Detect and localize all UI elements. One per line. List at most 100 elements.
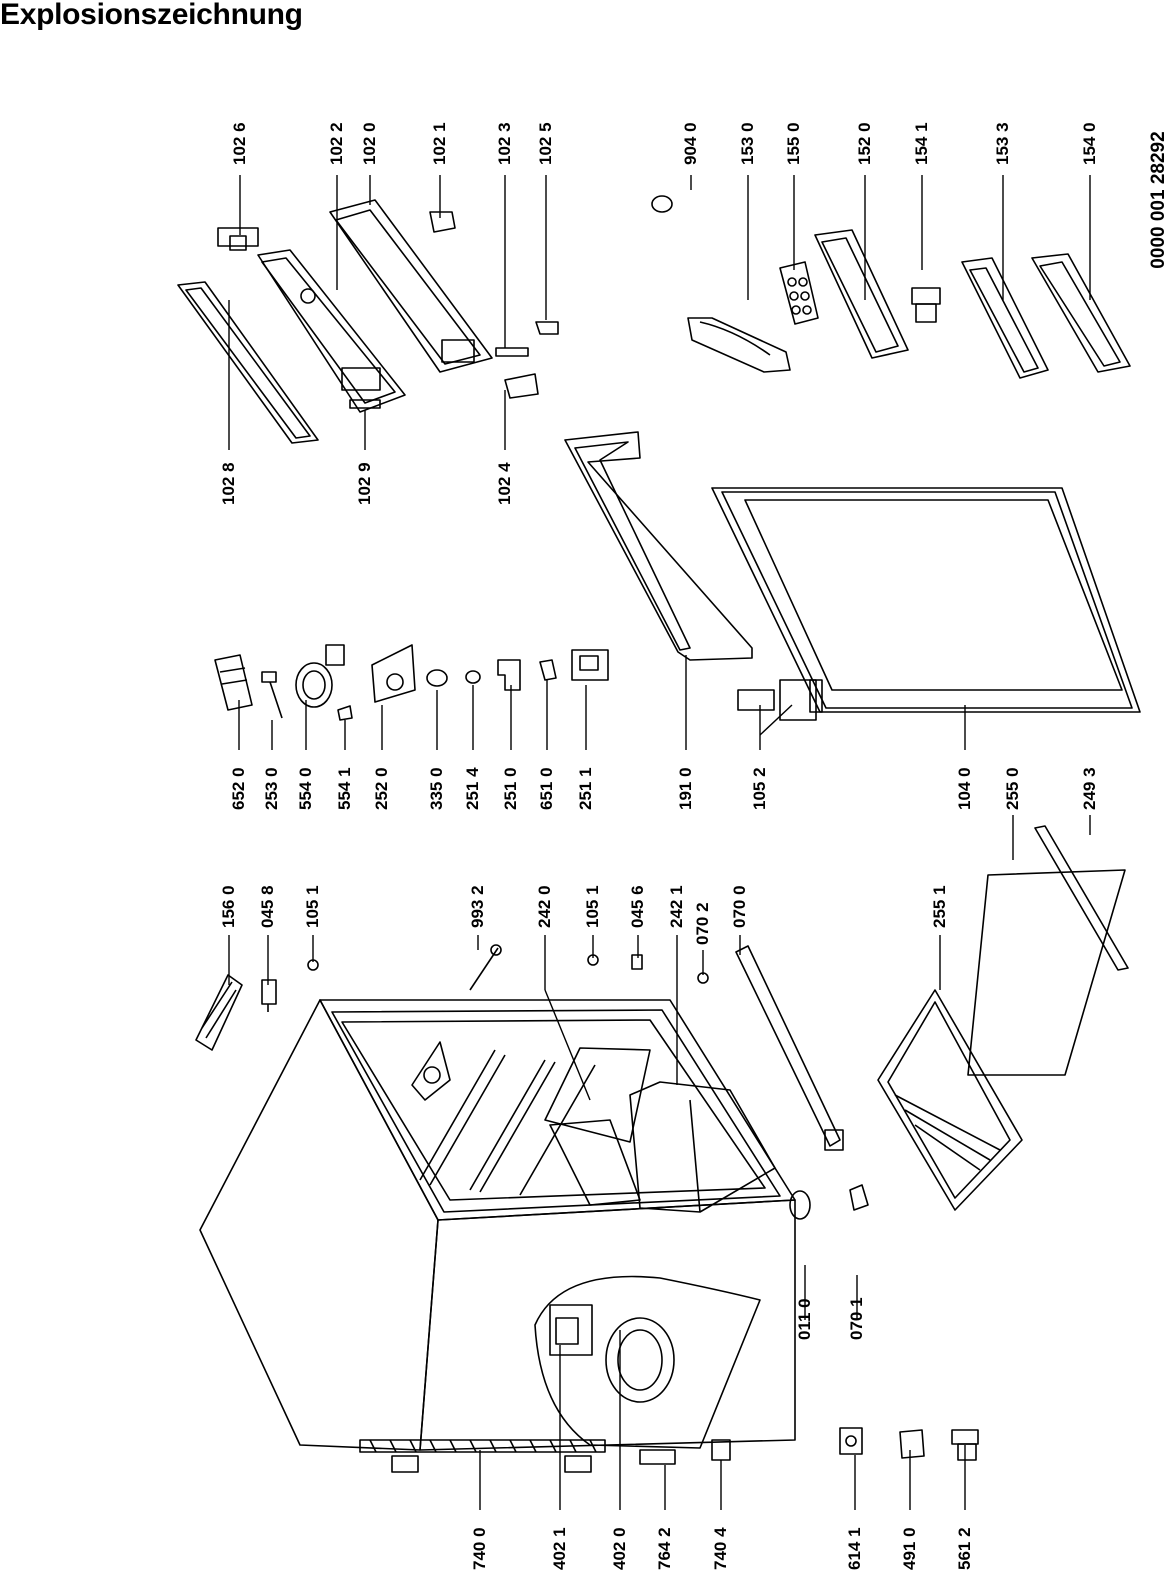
thermostat-6520 bbox=[214, 654, 253, 711]
door-seal-1028 bbox=[177, 281, 319, 444]
door-shelf-1533 bbox=[961, 257, 1049, 379]
clip-5541 bbox=[337, 705, 353, 721]
label-154-1: 154 1 bbox=[912, 122, 931, 165]
bushing-9040 bbox=[651, 195, 673, 213]
label-740-0: 740 0 bbox=[470, 1527, 489, 1570]
shelf-trim-2493 bbox=[1034, 825, 1129, 971]
label-102-2: 102 2 bbox=[327, 122, 346, 165]
label-191-0: 191 0 bbox=[676, 767, 695, 810]
label-102-1: 102 1 bbox=[430, 122, 449, 165]
cover-4910 bbox=[899, 1429, 925, 1459]
ring-2514 bbox=[465, 670, 481, 684]
label-156-0: 156 0 bbox=[219, 885, 238, 928]
label-153-3: 153 3 bbox=[993, 122, 1012, 165]
grommet-0110 bbox=[789, 1190, 811, 1220]
label-255-0: 255 0 bbox=[1003, 767, 1022, 810]
door-shelf-1540 bbox=[1031, 253, 1131, 373]
label-045-8: 045 8 bbox=[258, 885, 277, 928]
label-102-0: 102 0 bbox=[360, 122, 379, 165]
label-102-5: 102 5 bbox=[536, 122, 555, 165]
label-242-1: 242 1 bbox=[667, 885, 686, 928]
label-561-2: 561 2 bbox=[955, 1527, 974, 1570]
label-904-0: 904 0 bbox=[681, 122, 700, 165]
label-105-1-lower: 105 1 bbox=[583, 885, 602, 928]
label-251-1: 251 1 bbox=[576, 767, 595, 810]
clamp-5612 bbox=[951, 1429, 979, 1461]
label-764-2: 764 2 bbox=[655, 1527, 674, 1570]
switch-2511 bbox=[571, 649, 609, 681]
knob-2530 bbox=[261, 671, 283, 719]
lamp-socket-5540 bbox=[295, 644, 345, 708]
light-housing-2520 bbox=[371, 644, 416, 703]
knob-3350 bbox=[426, 669, 448, 687]
bulb-6510 bbox=[539, 659, 557, 681]
label-253-0: 253 0 bbox=[262, 767, 281, 810]
pin-1022 bbox=[300, 288, 316, 304]
glass-shelf-2551 bbox=[877, 989, 1023, 1211]
screw-0456 bbox=[631, 954, 643, 970]
butter-compartment-1530 bbox=[687, 317, 791, 373]
screw-0702 bbox=[697, 972, 709, 984]
freezer-door-1029 bbox=[257, 249, 406, 413]
plate-2510 bbox=[497, 659, 521, 691]
label-402-0: 402 0 bbox=[610, 1527, 629, 1570]
hinge-set-1052 bbox=[737, 679, 817, 721]
label-070-1: 070 1 bbox=[847, 1297, 866, 1340]
label-740-4: 740 4 bbox=[711, 1527, 730, 1570]
label-252-0: 252 0 bbox=[372, 767, 391, 810]
label-154-0: 154 0 bbox=[1080, 122, 1099, 165]
door-shelf-1520 bbox=[814, 229, 909, 359]
label-105-1-upper: 105 1 bbox=[303, 885, 322, 928]
page-title: Explosionszeichnung bbox=[0, 0, 303, 31]
label-155-0: 155 0 bbox=[784, 122, 803, 165]
label-102-9: 102 9 bbox=[355, 462, 374, 505]
fridge-door-1040 bbox=[711, 487, 1141, 713]
glass-plate-2550 bbox=[967, 869, 1126, 1076]
label-993-2: 993 2 bbox=[468, 885, 487, 928]
label-102-4: 102 4 bbox=[495, 462, 514, 505]
clip-1023 bbox=[495, 347, 529, 357]
label-491-0: 491 0 bbox=[900, 1527, 919, 1570]
label-402-1: 402 1 bbox=[550, 1527, 569, 1570]
label-554-1: 554 1 bbox=[335, 767, 354, 810]
label-102-6: 102 6 bbox=[230, 122, 249, 165]
label-255-1: 255 1 bbox=[930, 885, 949, 928]
bracket-0700 bbox=[735, 945, 844, 1151]
label-554-0: 554 0 bbox=[296, 767, 315, 810]
egg-tray-1550 bbox=[779, 261, 819, 325]
label-249-3: 249 3 bbox=[1080, 767, 1099, 810]
screw-1051b bbox=[587, 954, 599, 966]
leader-lines bbox=[228, 175, 1091, 1510]
bottle-holder-1541 bbox=[911, 287, 941, 323]
label-242-0: 242 0 bbox=[535, 885, 554, 928]
label-153-0: 153 0 bbox=[738, 122, 757, 165]
cover-1024 bbox=[504, 373, 539, 399]
label-045-6: 045 6 bbox=[628, 885, 647, 928]
label-105-2: 105 2 bbox=[750, 767, 769, 810]
relay-6141 bbox=[839, 1427, 863, 1455]
label-652-0: 652 0 bbox=[229, 767, 248, 810]
label-251-4: 251 4 bbox=[463, 767, 482, 810]
spacer-7642 bbox=[639, 1449, 676, 1465]
label-152-0: 152 0 bbox=[855, 122, 874, 165]
adjustable-foot-0458 bbox=[261, 979, 277, 1012]
label-335-0: 335 0 bbox=[427, 767, 446, 810]
drain-tube-9932 bbox=[469, 944, 502, 991]
cover-0701 bbox=[849, 1184, 869, 1211]
label-251-0: 251 0 bbox=[501, 767, 520, 810]
label-011-0: 011 0 bbox=[795, 1298, 814, 1340]
ice-tray-1560 bbox=[195, 974, 243, 1051]
label-102-8: 102 8 bbox=[219, 462, 238, 505]
cabinet bbox=[199, 999, 796, 1473]
label-070-2: 070 2 bbox=[693, 902, 712, 945]
bracket-1021 bbox=[429, 211, 456, 233]
label-614-1: 614 1 bbox=[845, 1527, 864, 1570]
label-102-3: 102 3 bbox=[495, 122, 514, 165]
freezer-flap-1020 bbox=[329, 199, 493, 373]
label-651-0: 651 0 bbox=[537, 767, 556, 810]
screw-1051a bbox=[307, 959, 319, 971]
foot-7404 bbox=[711, 1439, 731, 1461]
door-gasket-1910 bbox=[564, 431, 753, 661]
cap-1025 bbox=[535, 321, 559, 335]
